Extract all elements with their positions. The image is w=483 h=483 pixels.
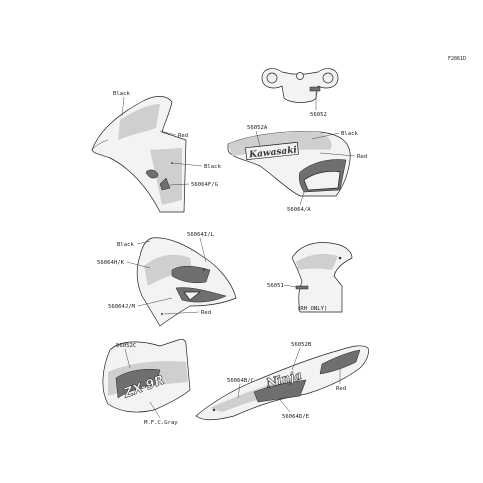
leader-red-3 <box>163 311 200 315</box>
label-red-1: Red <box>178 133 188 139</box>
label-mfc-gray: M.F.C.Gray <box>144 420 178 426</box>
label-56052b: 56052B <box>291 342 312 348</box>
label-56051: 56051 <box>267 283 284 289</box>
label-black-2: Black <box>204 164 221 170</box>
lower-fairing: ZX-9R <box>102 338 191 413</box>
label-red-2: Red <box>357 154 367 160</box>
leader-black-2 <box>171 162 203 167</box>
label-rh-only: (RH ONLY) <box>297 306 327 312</box>
leader-56052a <box>255 130 261 147</box>
leader-black-4 <box>136 240 151 245</box>
leader-red-1 <box>159 130 177 136</box>
label-56052c: 56052C <box>116 343 136 349</box>
side-cover <box>291 242 353 313</box>
leader-56064il <box>199 237 207 263</box>
label-56064fg: 56064F/G <box>191 182 219 188</box>
label-56064jm: 56064J/M <box>108 304 136 310</box>
fuel-tank: Kawasaki <box>227 131 351 197</box>
leader-red-2 <box>319 152 356 157</box>
leader-mfc-gray <box>149 401 161 419</box>
label-56064a: 56064/A <box>287 207 311 213</box>
leader-56064hk <box>126 261 151 269</box>
label-red-4: Red <box>336 386 346 392</box>
leader-56064fg <box>169 183 190 186</box>
leader-56064a <box>299 191 305 206</box>
leader-56052c <box>124 348 131 369</box>
leader-black-1 <box>121 96 125 117</box>
figure-code: F2861D <box>448 56 466 62</box>
leader-56064jm <box>137 297 173 307</box>
label-56064hk: 56064H/K <box>97 260 125 266</box>
top-bridge <box>261 68 339 103</box>
label-56064bc: 56064B/C <box>227 378 254 384</box>
label-black-3: Black <box>341 131 358 137</box>
label-56064il: 56064I/L <box>187 232 215 238</box>
label-red-3: Red <box>201 310 211 316</box>
leader-56052b <box>291 347 301 371</box>
label-black-4: Black <box>117 242 134 248</box>
label-56064de: 56064D/E <box>282 414 310 420</box>
leader-black-3 <box>311 132 340 140</box>
leader-56051 <box>283 284 297 288</box>
upper-fairing <box>91 96 187 213</box>
label-56052: 56052 <box>310 112 327 118</box>
label-black-1: Black <box>113 91 130 97</box>
label-56052a: 56052A <box>247 125 268 131</box>
leader-dot-black-2 <box>171 162 173 164</box>
leader-56064bc <box>237 383 241 399</box>
seat-cowl: Ninja <box>195 345 369 421</box>
middle-fairing <box>136 237 237 327</box>
leader-56064de <box>279 399 291 413</box>
